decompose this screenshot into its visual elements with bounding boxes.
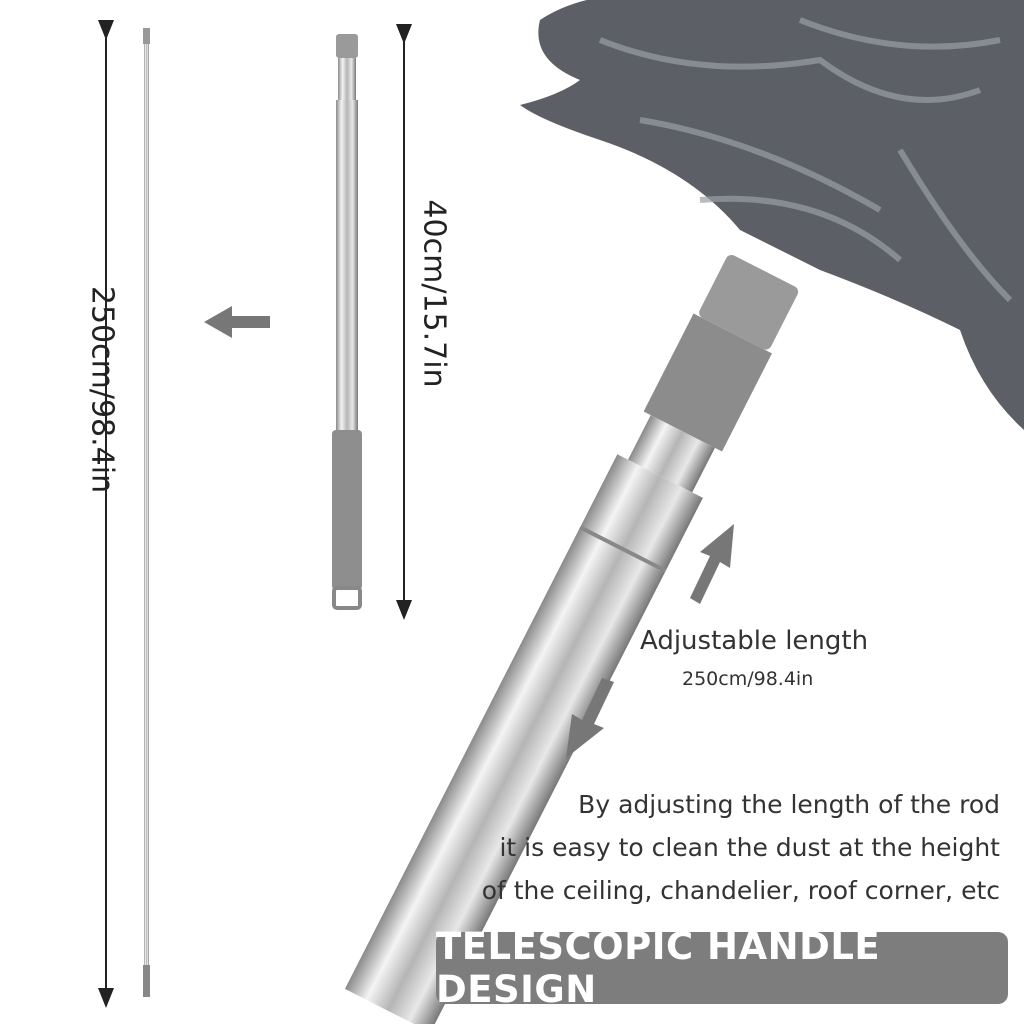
adjustable-length-title: Adjustable length — [640, 626, 869, 656]
collapsed-length-label: 40cm/15.7in — [416, 199, 452, 388]
left-arrow-icon — [204, 306, 270, 338]
description-line: By adjusting the length of the rod — [578, 790, 1000, 819]
extended-rod — [143, 28, 150, 997]
duster-head — [520, 0, 1024, 430]
up-arrow-icon — [690, 524, 734, 604]
description-line: of the ceiling, chandelier, roof corner,… — [481, 876, 1000, 905]
collapsed-rod — [332, 34, 362, 610]
extended-length-label: 250cm/98.4in — [84, 285, 120, 494]
feature-banner: TELESCOPIC HANDLE DESIGN — [436, 925, 1008, 1011]
description-line: it is easy to clean the dust at the heig… — [499, 833, 1000, 862]
adjustable-length-value: 250cm/98.4in — [682, 668, 814, 690]
telescopic-pole — [344, 255, 799, 1024]
down-arrow-icon — [566, 678, 614, 758]
